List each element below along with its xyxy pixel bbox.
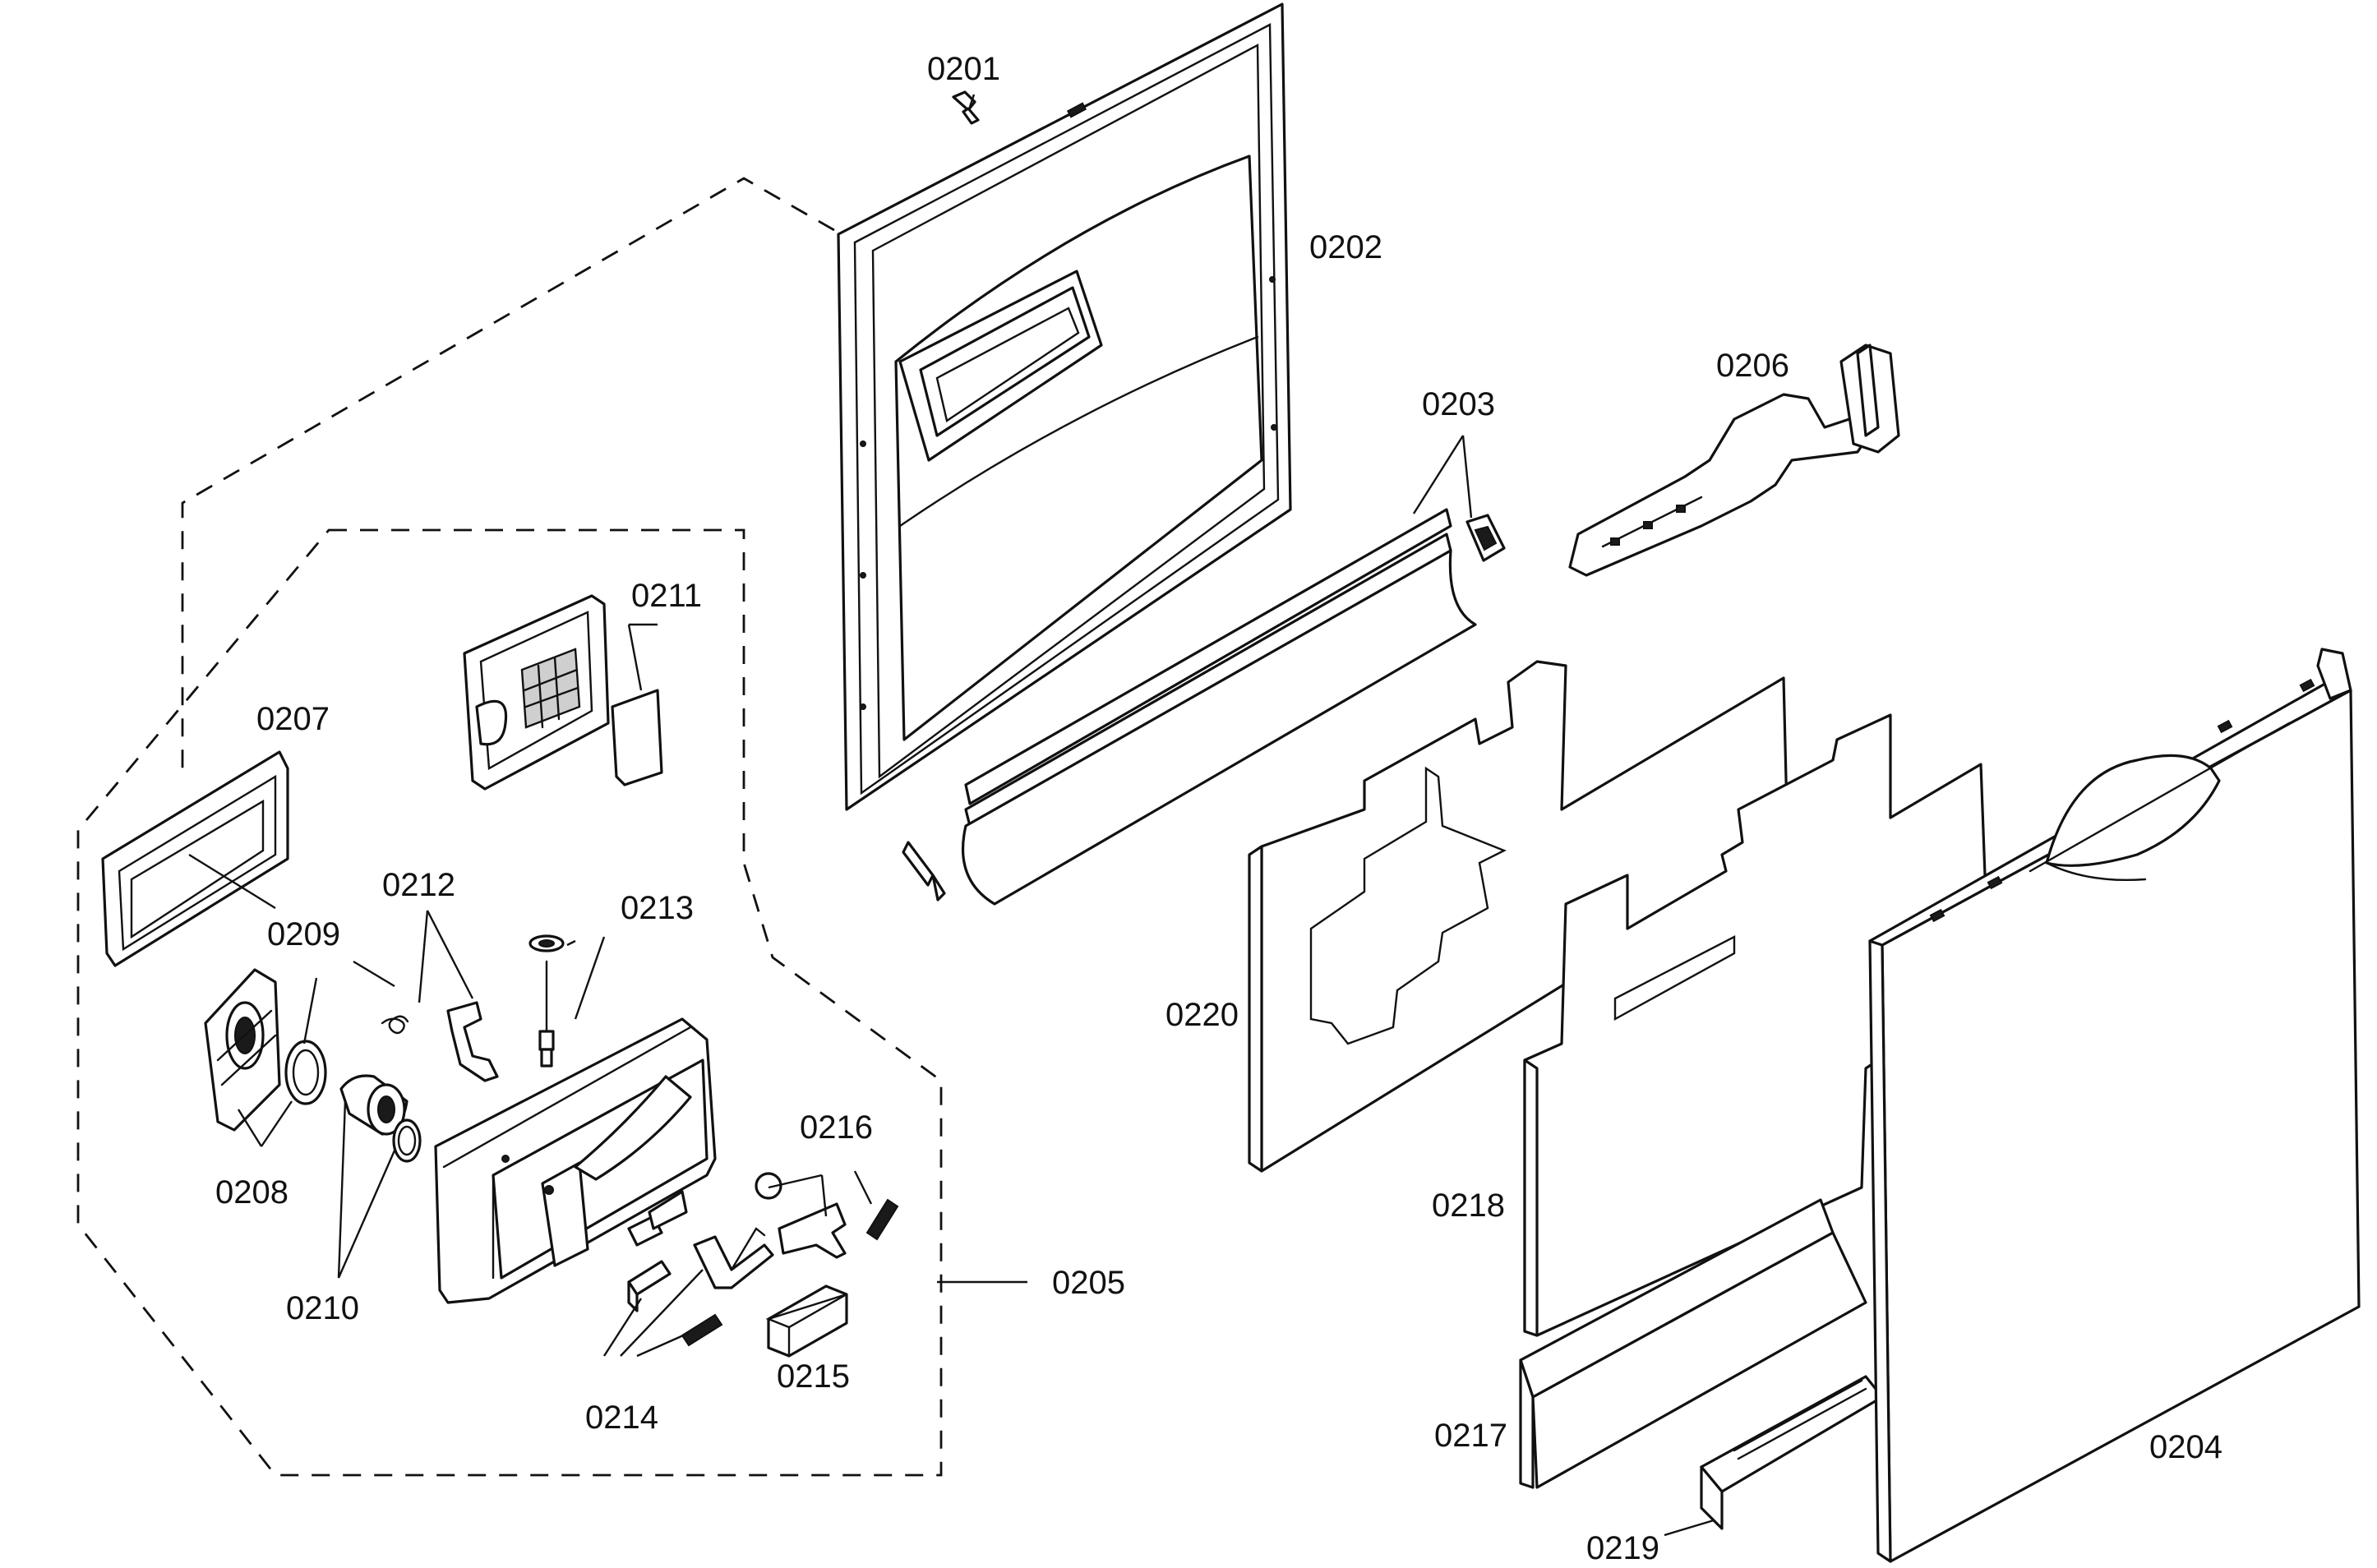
label-0216: 0216 (800, 1109, 873, 1146)
leader-lines (188, 94, 1715, 1537)
label-0206: 0206 (1716, 348, 1789, 384)
part-0220-insulation-panel (1248, 660, 1789, 1173)
part-0204-outer-door (1868, 648, 2361, 1563)
part-0219-handle (1700, 1375, 1884, 1530)
label-0205: 0205 (1052, 1265, 1125, 1301)
label-0214: 0214 (585, 1400, 658, 1436)
label-0220: 0220 (1165, 997, 1239, 1033)
label-0201: 0201 (927, 51, 1000, 87)
part-0203-trim-strip (902, 508, 1506, 906)
label-0208: 0208 (215, 1174, 288, 1211)
part-0210-dispenser-cap (339, 1074, 422, 1163)
label-0202: 0202 (1309, 229, 1382, 265)
label-0207: 0207 (256, 701, 330, 737)
outer-dashed-enclosure (181, 177, 835, 781)
part-0212-spring-lever (381, 1001, 499, 1082)
part-0211-dispenser-grid (463, 594, 663, 791)
part-0201-screw (952, 90, 980, 125)
part-0217-insulation-strip (1519, 1198, 1867, 1489)
part-0214-latch-parts (627, 1227, 774, 1347)
part-0208-cap-housing (204, 968, 327, 1132)
label-0204: 0204 (2149, 1429, 2222, 1465)
label-0211: 0211 (631, 578, 702, 614)
part-0205-dispenser-housing (434, 1017, 717, 1304)
part-0216-ball-lever-spring (755, 1172, 899, 1259)
label-0217: 0217 (1434, 1418, 1507, 1454)
part-0202-inner-door (837, 2, 1292, 811)
label-0215: 0215 (777, 1358, 850, 1395)
label-0218: 0218 (1432, 1188, 1505, 1224)
label-0213: 0213 (621, 890, 694, 926)
part-0213-valve-pin (528, 934, 565, 1068)
label-0219: 0219 (1586, 1530, 1659, 1566)
label-0212: 0212 (382, 867, 455, 903)
part-labels: 0201 0202 0203 0204 0205 0206 0207 0208 … (215, 51, 2222, 1566)
part-0215-switch (765, 1284, 848, 1358)
label-0203: 0203 (1422, 386, 1495, 422)
part-0206-hinge-bracket (1568, 344, 1900, 577)
label-0209: 0209 (267, 916, 340, 952)
assembly-0205-dashed-boundary (76, 528, 943, 1477)
label-0210: 0210 (286, 1290, 359, 1326)
